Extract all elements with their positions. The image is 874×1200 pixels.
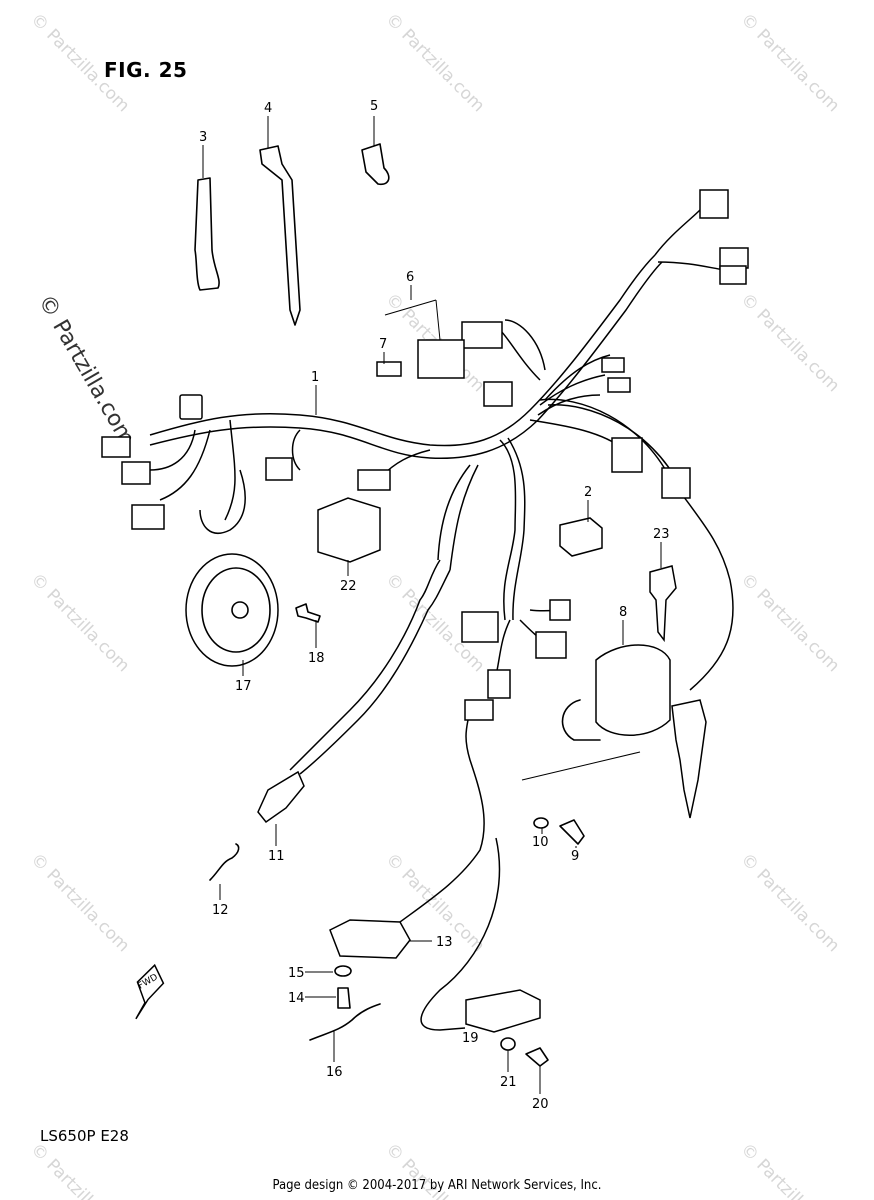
watermark-vertical: © Partzilla.com: [33, 291, 140, 451]
part-3-band[interactable]: [194, 177, 220, 291]
part-13-switch-unit[interactable]: [329, 919, 411, 959]
part-4-cable-tie[interactable]: [259, 145, 301, 326]
part-9-bolt[interactable]: [559, 819, 585, 845]
callout-17: 17: [235, 679, 252, 694]
part-10-washer[interactable]: [533, 817, 549, 829]
part-20-screw[interactable]: [525, 1047, 549, 1067]
figure-title: FIG. 25: [104, 58, 188, 82]
part-12-spring[interactable]: [209, 843, 240, 881]
callout-6: 6: [406, 270, 414, 285]
part-5-clamp[interactable]: [361, 143, 390, 186]
watermark-text: © Partzilla.com: [736, 569, 843, 676]
callout-23: 23: [653, 527, 670, 542]
harness-connectors: [101, 189, 749, 721]
fwd-arrow: FWD: [135, 963, 165, 1020]
part-6-relay[interactable]: [417, 339, 465, 379]
part-14-bolt[interactable]: [337, 987, 351, 1009]
callout-9: 9: [571, 849, 579, 864]
callout-13: 13: [436, 935, 453, 950]
callout-2: 2: [584, 485, 592, 500]
watermark-text: © Partzilla.com: [736, 289, 843, 396]
callout-leaders: [202, 116, 662, 1094]
part-2-diode[interactable]: [559, 517, 603, 557]
part-23-key[interactable]: [649, 565, 677, 643]
callouts: 1 2 3 4 5 6 7 8 9 10 11 12 13 14 15 16 1…: [199, 99, 670, 1112]
callout-8: 8: [619, 605, 627, 620]
watermark-text: © Partzilla.com: [736, 849, 843, 956]
callout-5: 5: [370, 99, 378, 114]
watermark-text: © Partzilla.com: [381, 9, 488, 116]
part-11-switch[interactable]: [257, 770, 305, 824]
watermark-text: © Partzilla.com: [26, 849, 133, 956]
callout-22: 22: [340, 579, 357, 594]
part-21-washer[interactable]: [500, 1037, 516, 1051]
part-18-screw[interactable]: [295, 603, 321, 623]
callout-11: 11: [268, 849, 285, 864]
callout-4: 4: [264, 101, 272, 116]
part-17-horn[interactable]: [185, 553, 279, 667]
callout-20: 20: [532, 1097, 549, 1112]
watermark-text: © Partzilla.com: [736, 9, 843, 116]
model-label: LS650P E28: [40, 1127, 129, 1145]
callout-1: 1: [311, 370, 319, 385]
part-15-washer[interactable]: [334, 965, 352, 977]
callout-7: 7: [379, 337, 387, 352]
callout-14: 14: [288, 991, 305, 1006]
callout-12: 12: [212, 903, 229, 918]
watermark-group: © Partzilla.com © Partzilla.com © Partzill…: [26, 9, 843, 1200]
page-footer: Page design © 2004-2017 by ARI Network S…: [272, 1178, 602, 1193]
part-8-ignition-switch[interactable]: [561, 644, 707, 819]
callout-16: 16: [326, 1065, 343, 1080]
watermark-text: © Partzilla.com: [26, 569, 133, 676]
callout-18: 18: [308, 651, 325, 666]
callout-10: 10: [532, 835, 549, 850]
callout-21: 21: [500, 1075, 517, 1090]
callout-3: 3: [199, 130, 207, 145]
callout-15: 15: [288, 966, 305, 981]
part-22-relay-unit[interactable]: [317, 497, 381, 563]
part-7-fuse[interactable]: [376, 361, 402, 377]
part-16-spring[interactable]: [309, 1003, 381, 1041]
callout-19: 19: [462, 1031, 479, 1046]
part-19-switch[interactable]: [465, 989, 541, 1033]
